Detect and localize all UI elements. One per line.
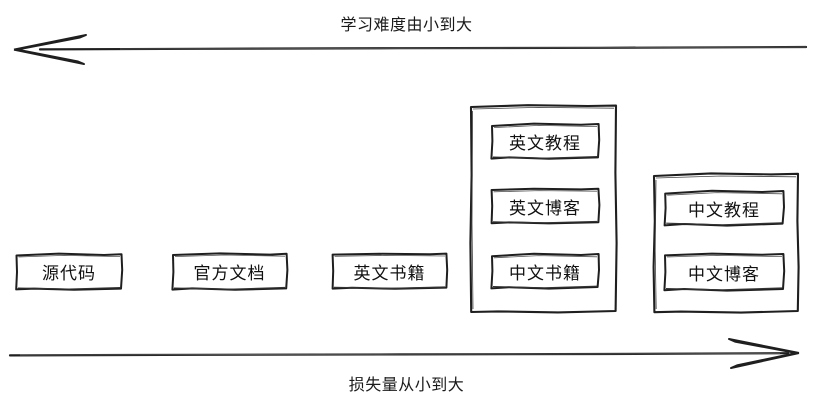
node-english-blogs[interactable]: 英文博客 [489,187,601,225]
group-outline-2 [652,172,800,314]
node-outline [490,187,601,225]
node-chinese-tutorials[interactable]: 中文教程 [662,189,786,227]
node-label: 源代码 [42,264,96,283]
node-label: 英文博客 [509,198,581,218]
node-outline [15,252,124,291]
node-official-docs[interactable]: 官方文档 [170,252,289,291]
node-chinese-books[interactable]: 中文书籍 [489,252,601,290]
node-outline [490,122,601,160]
node-label: 中文书籍 [509,263,581,283]
node-outline [663,252,786,292]
node-outline [490,252,600,290]
node-label: 中文教程 [688,200,760,220]
node-label: 英文教程 [509,133,581,153]
node-outline [171,252,289,291]
node-label: 英文书籍 [353,264,426,283]
node-label: 官方文档 [193,264,266,283]
node-chinese-blogs[interactable]: 中文博客 [662,252,786,292]
node-outline [663,189,785,227]
top-axis-arrow [13,34,808,65]
node-source-code[interactable]: 源代码 [14,252,124,291]
node-outline [331,252,449,290]
top-axis-label: 学习难度由小到大 [340,17,473,34]
node-english-books[interactable]: 英文书籍 [330,252,449,291]
node-label: 中文博客 [688,264,760,284]
bottom-axis-label: 损失量从小到大 [348,377,465,394]
node-english-tutorials[interactable]: 英文教程 [489,122,601,160]
group-outline-1 [469,104,618,314]
bottom-axis-arrow [8,338,800,369]
